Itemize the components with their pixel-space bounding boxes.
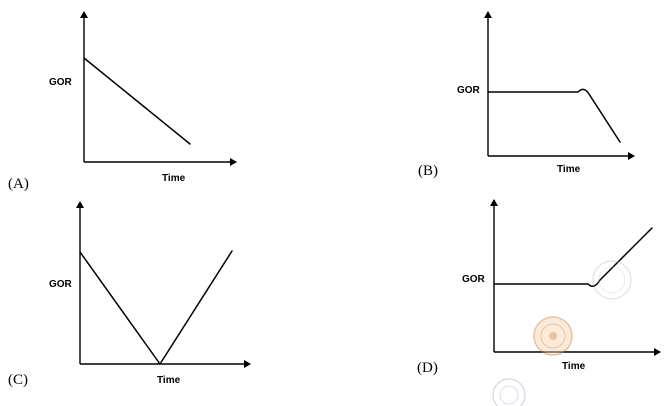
y-axis-label: GOR — [462, 274, 486, 285]
panel-d: GOR Time (D) — [417, 199, 661, 376]
seal-watermark — [492, 378, 526, 406]
panel-a-label: (A) — [8, 176, 29, 192]
panel-d-label: (D) — [417, 360, 438, 376]
x-axis-label: Time — [557, 164, 581, 175]
panel-c-label: (C) — [8, 372, 28, 388]
y-axis-label: GOR — [457, 85, 481, 96]
panel-a: GOR Time (A) — [8, 11, 237, 192]
y-axis-label: GOR — [49, 77, 73, 88]
seal-watermark — [533, 316, 573, 356]
gor-curve — [487, 88, 621, 143]
gor-curve — [83, 57, 191, 145]
gor-curve — [79, 250, 233, 365]
x-axis-label: Time — [162, 173, 186, 184]
panel-b: GOR Time (B) — [418, 11, 635, 179]
gor-curve — [493, 227, 653, 287]
y-axis-label: GOR — [49, 279, 73, 290]
panel-c: GOR Time (C) — [8, 201, 251, 388]
seal-watermark — [592, 260, 632, 300]
panel-b-label: (B) — [418, 163, 438, 179]
x-axis-label: Time — [562, 361, 586, 372]
x-axis-label: Time — [157, 375, 181, 386]
